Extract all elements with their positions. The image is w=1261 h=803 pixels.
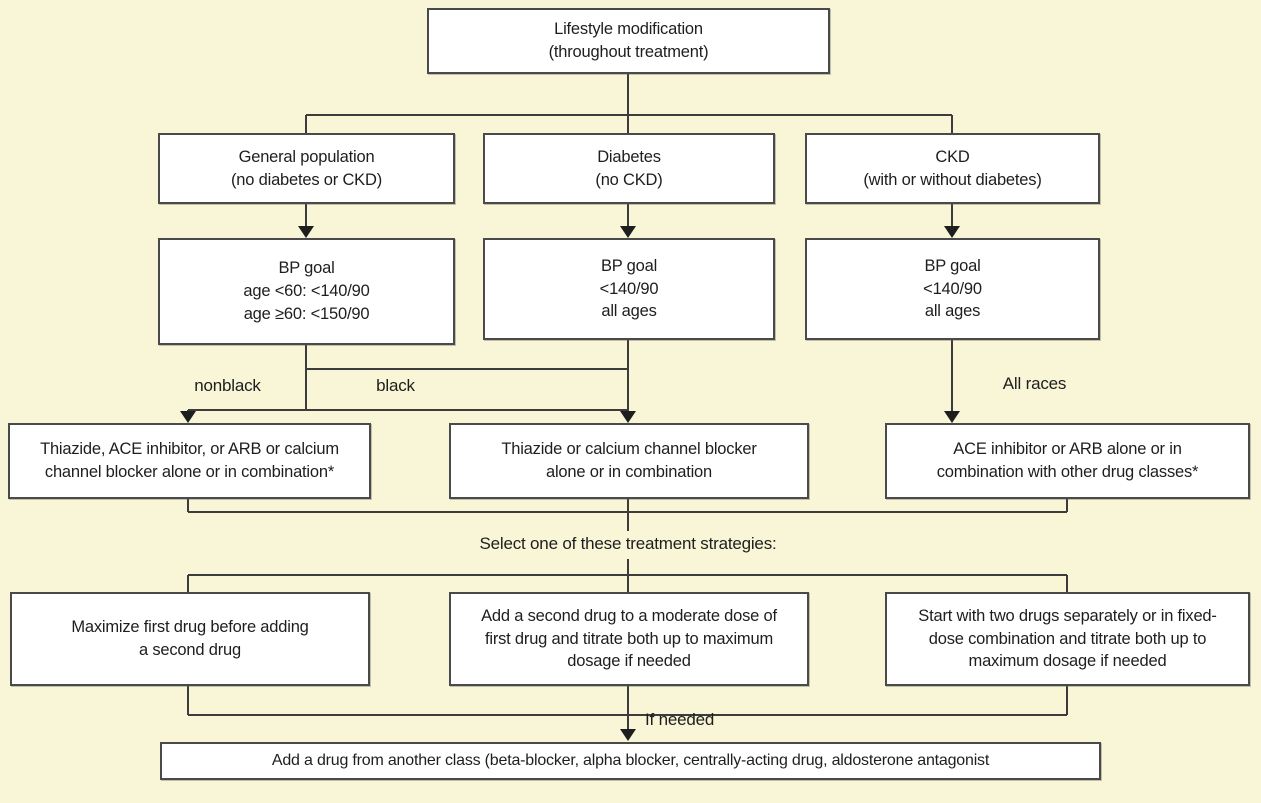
branch-label-all-races: All races (1002, 374, 1067, 393)
node-ckd: CKD (with or without diabetes) (805, 133, 1100, 204)
node-add-drug-another-class: Add a drug from another class (beta-bloc… (160, 742, 1101, 780)
node-diabetes: Diabetes (no CKD) (483, 133, 775, 204)
node-bp-goal-ckd: BP goal <140/90 all ages (805, 238, 1100, 340)
node-strategy-start-two-drugs: Start with two drugs separately or in fi… (885, 592, 1250, 686)
node-rx-nonblack: Thiazide, ACE inhibitor, or ARB or calci… (8, 423, 371, 499)
branch-label-if-needed: If needed (645, 710, 715, 729)
node-lifestyle-modification: Lifestyle modification (throughout treat… (427, 8, 830, 74)
node-general-population: General population (no diabetes or CKD) (158, 133, 455, 204)
branch-label-black: black (376, 376, 415, 395)
arrowhead-icons (180, 226, 960, 741)
select-strategy-caption: Select one of these treatment strategies… (479, 534, 777, 553)
node-strategy-add-second-drug: Add a second drug to a moderate dose of … (449, 592, 809, 686)
branch-label-nonblack: nonblack (194, 376, 261, 395)
node-rx-black: Thiazide or calcium channel blocker alon… (449, 423, 809, 499)
node-bp-goal-general: BP goal age <60: <140/90 age ≥60: <150/9… (158, 238, 455, 345)
node-rx-ckd: ACE inhibitor or ARB alone or in combina… (885, 423, 1250, 499)
node-bp-goal-diabetes: BP goal <140/90 all ages (483, 238, 775, 340)
node-strategy-maximize-first-drug: Maximize first drug before adding a seco… (10, 592, 370, 686)
